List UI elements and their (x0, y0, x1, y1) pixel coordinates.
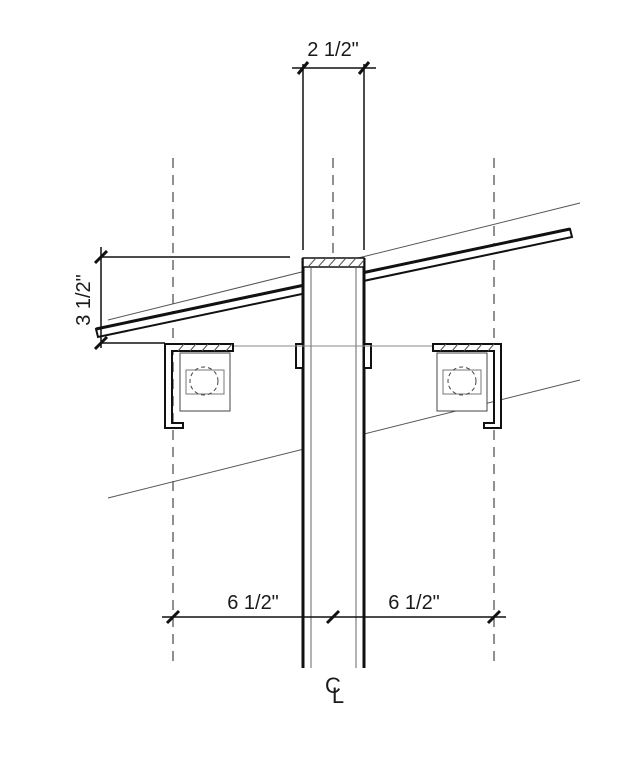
left-channel (164, 343, 234, 429)
dim-post-width (292, 61, 376, 75)
dim-rail-depth-tick-bottom (93, 335, 109, 351)
centerline-symbol: C L (325, 673, 344, 708)
right-channel (432, 343, 502, 429)
dim-offsets-tick-center (325, 609, 341, 625)
left-channel-hatch (177, 343, 233, 352)
post-cap-hatch (307, 257, 365, 268)
centerline-letter-l: L (332, 683, 344, 708)
right-block (436, 352, 488, 412)
post-plate-right (363, 343, 372, 369)
right-bracket (432, 343, 502, 429)
right-bolt-circle (447, 366, 477, 396)
dim-post-width-tick-right (357, 61, 371, 75)
dim-offsets-tick-left (165, 609, 181, 625)
dim-offset-left-label: 6 1/2" (227, 592, 279, 614)
right-channel-hatch (439, 343, 495, 352)
dim-offset-right-label: 6 1/2" (388, 592, 440, 614)
centerline-letter-c: C (325, 673, 341, 698)
dim-post-width-label: 2 1/2" (307, 39, 359, 61)
dim-rail-depth-label: 3 1/2" (73, 274, 95, 326)
left-bracket (164, 343, 234, 429)
dim-offsets-tick-right (486, 609, 502, 625)
dim-offsets (162, 609, 506, 625)
left-block-inner (185, 369, 225, 395)
post-cap (302, 257, 365, 268)
post (233, 64, 433, 668)
dim-rail-depth-tick-top (93, 249, 109, 265)
post-mask (303, 258, 364, 668)
dim-post-width-tick-left (296, 61, 310, 75)
left-bolt-circle (189, 366, 219, 396)
right-block-inner (442, 369, 482, 395)
post-plate-left (295, 343, 304, 369)
dim-rail-depth (93, 247, 290, 351)
left-block (179, 352, 231, 412)
